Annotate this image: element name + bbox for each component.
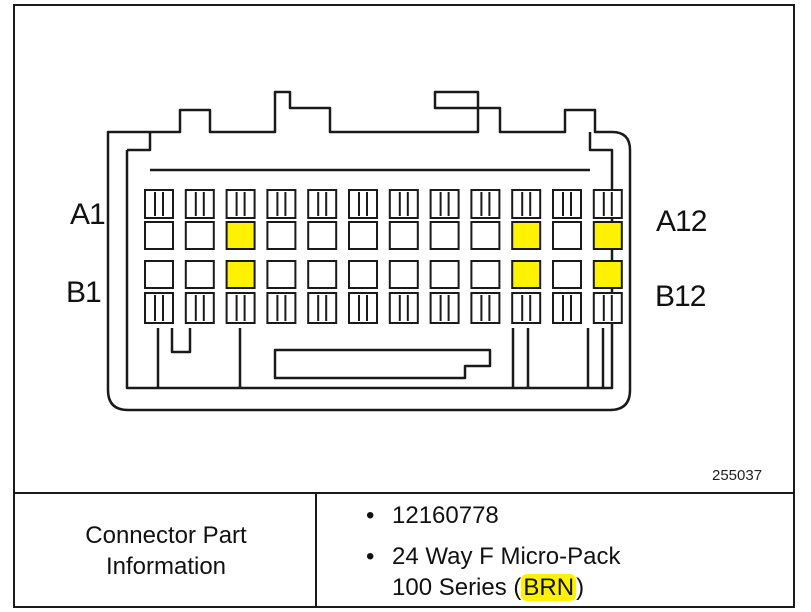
pin-cavities	[144, 189, 623, 324]
pin-cavity-a7	[388, 221, 419, 250]
pin-latch-a12	[592, 189, 623, 219]
pin-latch-a5	[307, 189, 338, 219]
pin-cavity-b12	[592, 260, 623, 289]
pin-latch-a7	[388, 189, 419, 219]
pin-cavity-b7	[388, 260, 419, 289]
pin-label-b12: B12	[655, 280, 706, 313]
info-item-description: • 24 Way F Micro-Pack 100 Series (BRN)	[366, 541, 620, 603]
connector-keyway	[273, 348, 492, 380]
info-divider-vertical	[315, 492, 317, 608]
pin-cavity-a9	[470, 221, 501, 250]
description-close-paren: )	[576, 574, 585, 601]
pin-latch-a2	[184, 189, 215, 219]
pin-cavity-a8	[429, 221, 460, 250]
pin-latch-a11	[552, 189, 582, 219]
pin-cavity-b5	[307, 260, 338, 289]
figure-number: 255037	[712, 467, 763, 484]
info-item-part-number: • 12160778	[366, 500, 620, 531]
connector-latch-right	[511, 328, 605, 388]
pin-cavity-a3	[225, 221, 256, 250]
pin-cavity-b1	[144, 260, 174, 289]
pin-label-b1: B1	[66, 276, 102, 309]
pin-latch-a1	[144, 189, 174, 219]
pin-latch-a9	[470, 189, 501, 219]
pin-latch-b11	[552, 292, 582, 324]
pin-cavity-b3	[225, 260, 256, 289]
pin-latch-b9	[470, 292, 501, 324]
pin-label-a1: A1	[70, 198, 106, 231]
pin-latch-b10	[511, 292, 542, 324]
bullet-icon: •	[366, 543, 375, 570]
pin-cavity-b10	[511, 260, 542, 289]
color-code-highlight: BRN	[521, 574, 577, 601]
pin-cavity-a2	[184, 221, 215, 250]
pin-latch-b5	[307, 292, 338, 324]
description-line1: 24 Way F Micro-Pack	[392, 543, 621, 570]
pin-cavity-a11	[552, 221, 582, 250]
pin-latch-a3	[225, 189, 256, 219]
pin-cavity-a10	[511, 221, 542, 250]
pin-cavity-b11	[552, 260, 582, 289]
pin-cavity-a6	[348, 221, 378, 250]
pin-latch-b3	[225, 292, 256, 324]
connector-info-label-line1: Connector Part	[85, 522, 247, 549]
connector-latch-left	[156, 328, 242, 388]
pin-latch-b4	[266, 292, 297, 324]
connector-housing-outline	[106, 90, 632, 412]
info-divider-horizontal	[13, 492, 795, 494]
pin-latch-b2	[184, 292, 215, 324]
pin-latch-a6	[348, 189, 378, 219]
pin-label-a12: A12	[656, 205, 707, 238]
description-series: 100 Series (	[392, 574, 522, 601]
connector-info-label: Connector Part Information	[17, 520, 315, 582]
diagram-frame	[13, 4, 795, 608]
description-line2: 100 Series (BRN)	[392, 572, 620, 603]
pin-cavity-a1	[144, 221, 174, 250]
pin-latch-b6	[348, 292, 378, 324]
pin-latch-a4	[266, 189, 297, 219]
pin-cavity-a12	[592, 221, 623, 250]
pin-latch-b1	[144, 292, 174, 324]
connector-info-list: • 12160778 • 24 Way F Micro-Pack 100 Ser…	[366, 500, 620, 603]
pin-cavity-b6	[348, 260, 378, 289]
part-number: 12160778	[392, 502, 499, 529]
pin-latch-a8	[429, 189, 460, 219]
pin-latch-b12	[592, 292, 623, 324]
pin-cavity-b2	[184, 260, 215, 289]
pin-cavity-b8	[429, 260, 460, 289]
bullet-icon: •	[366, 502, 375, 529]
connector-info-label-line2: Information	[105, 553, 227, 580]
pin-latch-b7	[388, 292, 419, 324]
pin-cavity-a4	[266, 221, 297, 250]
connector-face-drawing	[106, 90, 632, 412]
pin-cavity-a5	[307, 221, 338, 250]
pin-cavity-b4	[266, 260, 297, 289]
pin-latch-a10	[511, 189, 542, 219]
pin-cavity-b9	[470, 260, 501, 289]
pin-latch-b8	[429, 292, 460, 324]
